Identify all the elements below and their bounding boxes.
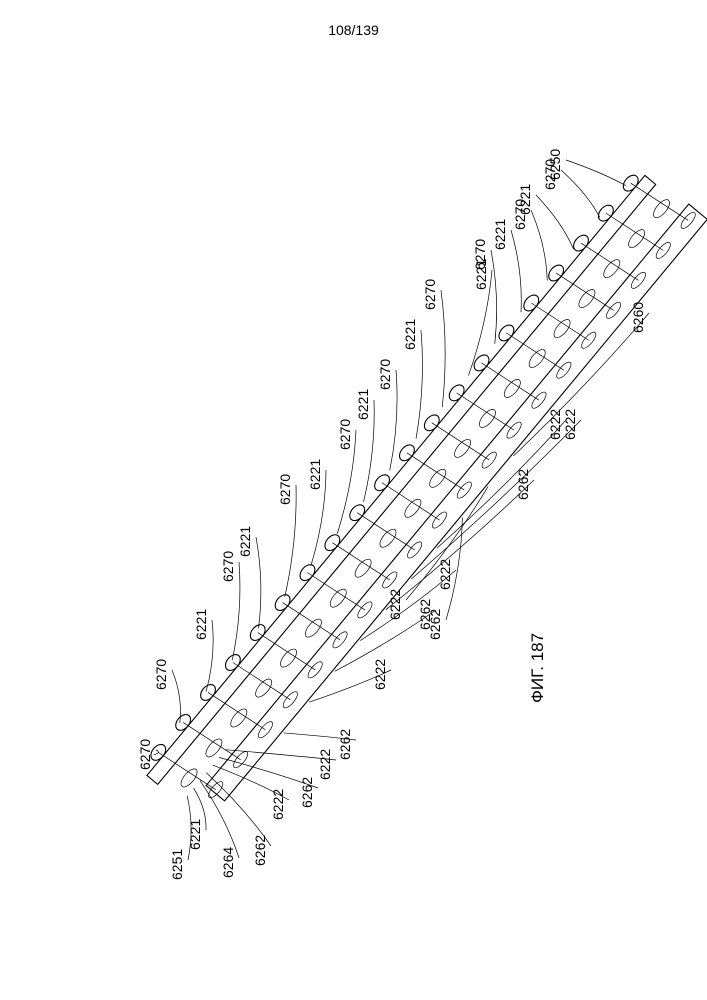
tube-ring [203, 736, 225, 759]
top-plate [147, 175, 656, 784]
leader-line [491, 250, 497, 344]
tube [382, 483, 439, 520]
label-6250: 6250 [547, 149, 563, 180]
tube [357, 513, 414, 550]
label-6222: 6222 [270, 789, 286, 820]
tube-ring [178, 766, 200, 789]
tube [606, 213, 663, 250]
label-6221: 6221 [355, 389, 371, 420]
label-6262: 6262 [427, 609, 443, 640]
tube [233, 662, 290, 699]
tube [457, 393, 514, 430]
tube-ring [377, 527, 399, 550]
label-6264: 6264 [220, 847, 236, 878]
label-6221: 6221 [193, 609, 209, 640]
label-6262: 6262 [299, 777, 315, 808]
leader-line [411, 420, 581, 579]
tube [307, 573, 364, 610]
leader-line [566, 160, 626, 186]
tube-ring [278, 646, 300, 669]
leader-line [511, 230, 521, 312]
tube-ring [501, 377, 523, 400]
label-6270: 6270 [377, 359, 393, 390]
label-6222: 6222 [317, 749, 333, 780]
tube-ring [651, 197, 673, 220]
tube-ring [352, 557, 374, 580]
label-6270: 6270 [220, 551, 236, 582]
tube-ring [576, 287, 598, 310]
label-6270: 6270 [472, 239, 488, 270]
leader-line [531, 210, 547, 281]
label-6222: 6222 [372, 659, 388, 690]
label-6260: 6260 [630, 302, 646, 333]
tube [183, 722, 240, 759]
tube-ring [402, 497, 424, 520]
tube [407, 453, 464, 490]
tube [506, 333, 563, 370]
label-6221: 6221 [237, 526, 253, 557]
tube-ring [327, 587, 349, 610]
tube [208, 692, 265, 729]
tube [631, 183, 688, 220]
tube-ring [477, 407, 499, 430]
label-6262: 6262 [337, 729, 353, 760]
label-6221: 6221 [307, 459, 323, 490]
tube [158, 752, 215, 789]
leader-line [256, 537, 261, 628]
tube-ring [427, 467, 449, 490]
label-6270: 6270 [422, 279, 438, 310]
tube-ring [601, 257, 623, 280]
label-6222: 6222 [562, 409, 578, 440]
leader-line [441, 290, 445, 407]
leader-line [154, 750, 159, 755]
label-6222: 6222 [437, 559, 453, 590]
leader-line [172, 670, 180, 723]
tube-ring [626, 227, 648, 250]
label-6221: 6221 [517, 184, 533, 215]
leader-lines [154, 160, 649, 860]
label-6221: 6221 [402, 319, 418, 350]
tube-ring [253, 676, 275, 699]
figure-caption: ФИГ. 187 [528, 633, 547, 703]
label-6270: 6270 [337, 419, 353, 450]
tube [531, 303, 588, 340]
label-6251: 6251 [169, 849, 185, 880]
reference-labels: 6270627062216270622162706221627062216270… [137, 149, 646, 880]
label-6221: 6221 [492, 219, 508, 250]
label-6270: 6270 [137, 739, 153, 770]
label-6270: 6270 [153, 659, 169, 690]
label-6262: 6262 [515, 469, 531, 500]
tube [332, 543, 389, 580]
tube-ring [526, 347, 548, 370]
label-6222: 6222 [547, 409, 563, 440]
tube-ring [302, 616, 324, 639]
tube-ring [228, 706, 250, 729]
tube-ring [452, 437, 474, 460]
tube-ring [551, 317, 573, 340]
label-6270: 6270 [277, 474, 293, 505]
tube [581, 243, 638, 280]
label-6262: 6262 [252, 835, 268, 866]
label-6222: 6222 [387, 589, 403, 620]
tube [432, 423, 489, 460]
tube [482, 363, 539, 400]
leader-line [561, 170, 600, 217]
tube [283, 603, 340, 640]
tube [556, 273, 613, 310]
tube [258, 633, 315, 670]
label-6221: 6221 [187, 819, 203, 850]
heat-exchanger-assembly [147, 172, 707, 800]
